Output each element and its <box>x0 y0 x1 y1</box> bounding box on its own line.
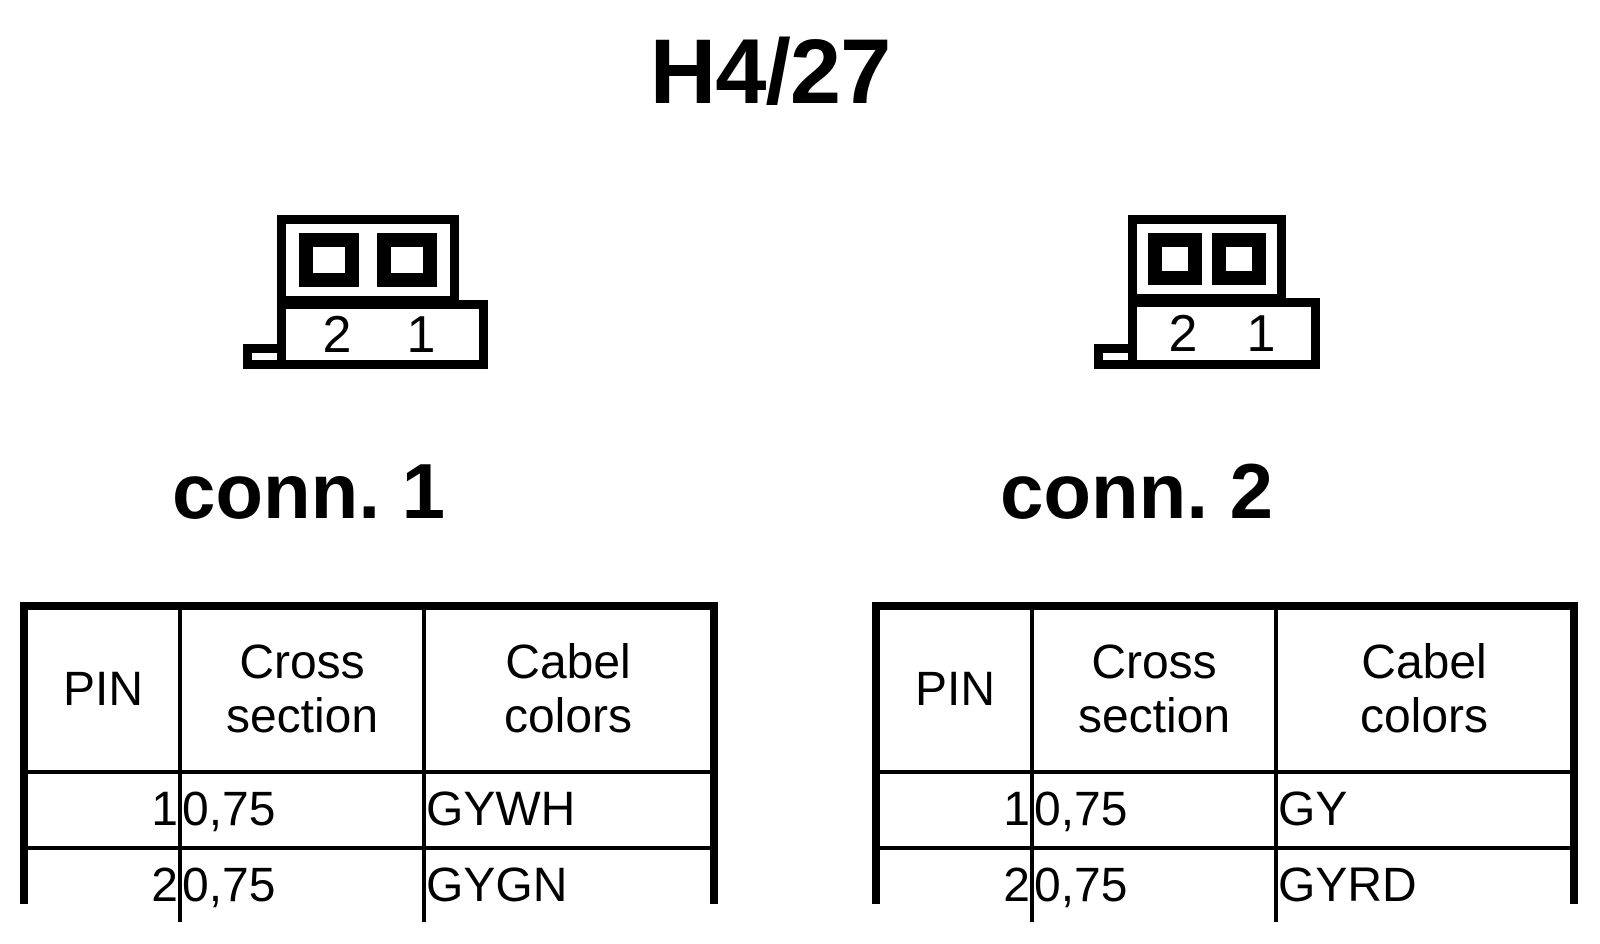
header-cross-section: Cross section <box>178 610 426 774</box>
table-row: 1 0,75 GYWH <box>28 770 710 850</box>
header-cable-colors: Cabel colors <box>422 610 710 774</box>
connector-2-pin-square-1 <box>1212 233 1266 285</box>
cell-pin: 1 <box>880 770 1034 850</box>
connector-1-pin-number-2: 2 <box>322 305 352 364</box>
connector-1-housing-upper <box>277 215 459 305</box>
table-header-row: PIN Cross section Cabel colors <box>28 610 710 774</box>
connector-2-pin-square-2-inner <box>1155 240 1195 278</box>
connector-1-housing-lower: 2 1 <box>277 300 488 369</box>
connector-1-pin-square-1 <box>377 233 437 287</box>
connector-2-housing-lower: 2 1 <box>1128 298 1320 369</box>
page-title: H4/27 <box>649 21 892 123</box>
connector-2-pin-square-1-inner <box>1219 240 1259 278</box>
pin-table-conn-1: PIN Cross section Cabel colors 1 0,75 GY… <box>20 602 718 922</box>
pin-table-conn-2: PIN Cross section Cabel colors 1 0,75 GY… <box>872 602 1578 922</box>
connector-1-caption: conn. 1 <box>172 447 446 535</box>
cell-pin: 1 <box>28 770 182 850</box>
connector-1-pin-number-group: 2 1 <box>286 305 479 364</box>
connector-1-pin-square-2-inner <box>306 240 352 280</box>
connector-2-pin-number-group: 2 1 <box>1137 307 1311 360</box>
cell-cross-section: 0,75 <box>178 770 426 850</box>
connector-2-caption: conn. 2 <box>1000 447 1274 535</box>
connector-2-pin-number-2: 2 <box>1168 304 1198 363</box>
cell-cross-section: 0,75 <box>178 846 426 922</box>
header-pin: PIN <box>880 610 1034 774</box>
connector-2-housing-upper <box>1128 215 1286 303</box>
cell-cable-colors: GY <box>1274 770 1570 850</box>
connector-1-pin-square-2 <box>299 233 359 287</box>
header-pin: PIN <box>28 610 182 774</box>
table-row: 2 0,75 GYGN <box>28 846 710 922</box>
cell-pin: 2 <box>880 846 1034 922</box>
connector-1-pin-number-1: 1 <box>406 305 436 364</box>
table-row: 2 0,75 GYRD <box>880 846 1570 922</box>
table-header-row: PIN Cross section Cabel colors <box>880 610 1570 774</box>
cell-cable-colors: GYWH <box>422 770 710 850</box>
cell-cross-section: 0,75 <box>1030 770 1278 850</box>
connector-1-pin-square-1-inner <box>384 240 430 280</box>
cell-cable-colors: GYGN <box>422 846 710 922</box>
connector-2-pin-square-2 <box>1148 233 1202 285</box>
connector-2-pin-number-1: 1 <box>1246 304 1276 363</box>
cell-pin: 2 <box>28 846 182 922</box>
header-cross-section: Cross section <box>1030 610 1278 774</box>
table-row: 1 0,75 GY <box>880 770 1570 850</box>
header-cable-colors: Cabel colors <box>1274 610 1570 774</box>
connector-symbol-2: 2 1 <box>1090 205 1340 375</box>
cell-cable-colors: GYRD <box>1274 846 1570 922</box>
cell-cross-section: 0,75 <box>1030 846 1278 922</box>
connector-symbol-1: 2 1 <box>240 205 500 375</box>
